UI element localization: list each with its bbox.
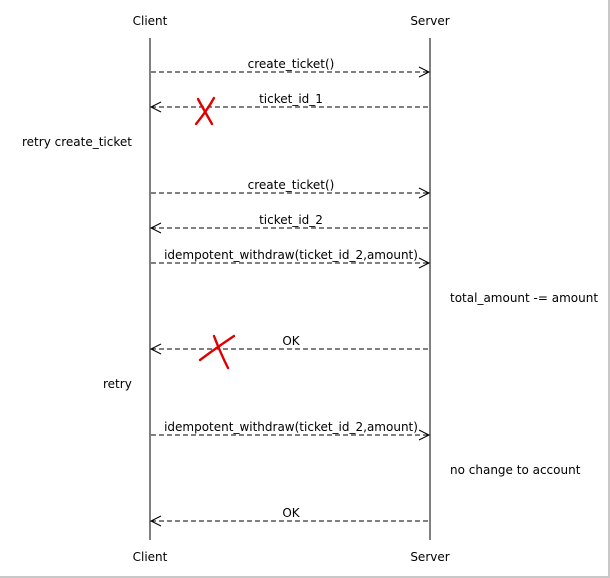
message-label: idempotent_withdraw(ticket_id_2,amount) xyxy=(164,248,418,262)
message-ok-2: OK xyxy=(149,506,429,527)
lost-message-cross-icon xyxy=(194,96,216,126)
arrow-head-left-icon xyxy=(149,515,162,527)
arrow-head-right-icon xyxy=(418,429,431,441)
arrow-head-left-icon xyxy=(149,343,162,355)
message-idempotent-withdraw-1: idempotent_withdraw(ticket_id_2,amount) xyxy=(151,248,431,269)
message-label: OK xyxy=(282,506,300,520)
message-create-ticket-1: create_ticket() xyxy=(151,57,431,78)
message-ticket-id-2: ticket_id_2 xyxy=(149,213,429,234)
lost-message-cross-icon xyxy=(198,334,236,370)
client-label-top: Client xyxy=(133,14,168,28)
message-label: ticket_id_2 xyxy=(259,213,323,227)
client-label-bottom: Client xyxy=(133,550,168,564)
arrow-head-right-icon xyxy=(418,257,431,269)
arrow-head-left-icon xyxy=(149,222,162,234)
arrow-head-right-icon xyxy=(418,66,431,78)
note-no-change: no change to account xyxy=(450,463,581,477)
arrow-head-left-icon xyxy=(149,101,162,113)
message-label: create_ticket() xyxy=(248,178,335,192)
arrow-head-right-icon xyxy=(418,187,431,199)
message-create-ticket-2: create_ticket() xyxy=(151,178,431,199)
note-retry: retry xyxy=(103,377,132,391)
message-ticket-id-1: ticket_id_1 xyxy=(149,92,429,113)
message-ok-1: OK xyxy=(149,334,429,355)
server-label-bottom: Server xyxy=(410,550,449,564)
note-total-amount: total_amount -= amount xyxy=(450,291,598,305)
server-label-top: Server xyxy=(410,14,449,28)
message-label: OK xyxy=(282,334,300,348)
note-retry-create-ticket: retry create_ticket xyxy=(22,135,132,149)
message-label: ticket_id_1 xyxy=(259,92,323,106)
message-idempotent-withdraw-2: idempotent_withdraw(ticket_id_2,amount) xyxy=(151,420,431,441)
message-label: idempotent_withdraw(ticket_id_2,amount) xyxy=(164,420,418,434)
message-label: create_ticket() xyxy=(248,57,335,71)
